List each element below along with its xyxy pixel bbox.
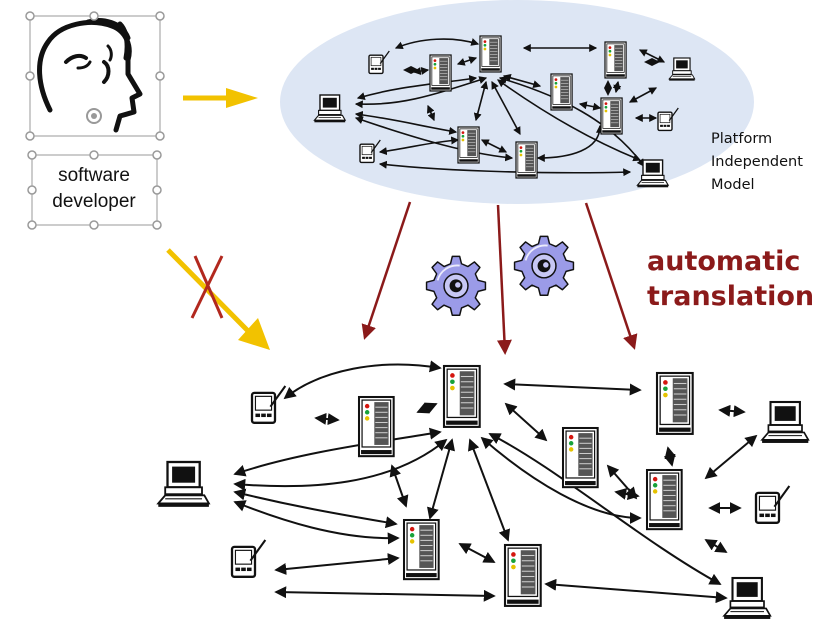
pim-label-line2: Independent xyxy=(711,154,803,170)
translation-arrows xyxy=(361,201,638,355)
pim-label-line1: Platform xyxy=(711,131,773,147)
developer-figure[interactable] xyxy=(25,11,165,230)
direct-coding-arrow-crossed xyxy=(166,248,270,350)
developer-to-model-arrow xyxy=(183,88,258,108)
translation-label-line2: translation xyxy=(647,281,815,312)
developer-head-icon xyxy=(37,18,143,133)
pim-network xyxy=(313,35,696,189)
gear-icon xyxy=(513,235,575,297)
developer-label-line2: developer xyxy=(52,191,136,212)
pim-label-line3: Model xyxy=(711,177,755,193)
platform-specific-network xyxy=(157,360,810,621)
translation-label-line1: automatic xyxy=(647,246,801,277)
gear-icon xyxy=(425,255,487,317)
developer-label-line1: software xyxy=(58,165,130,186)
